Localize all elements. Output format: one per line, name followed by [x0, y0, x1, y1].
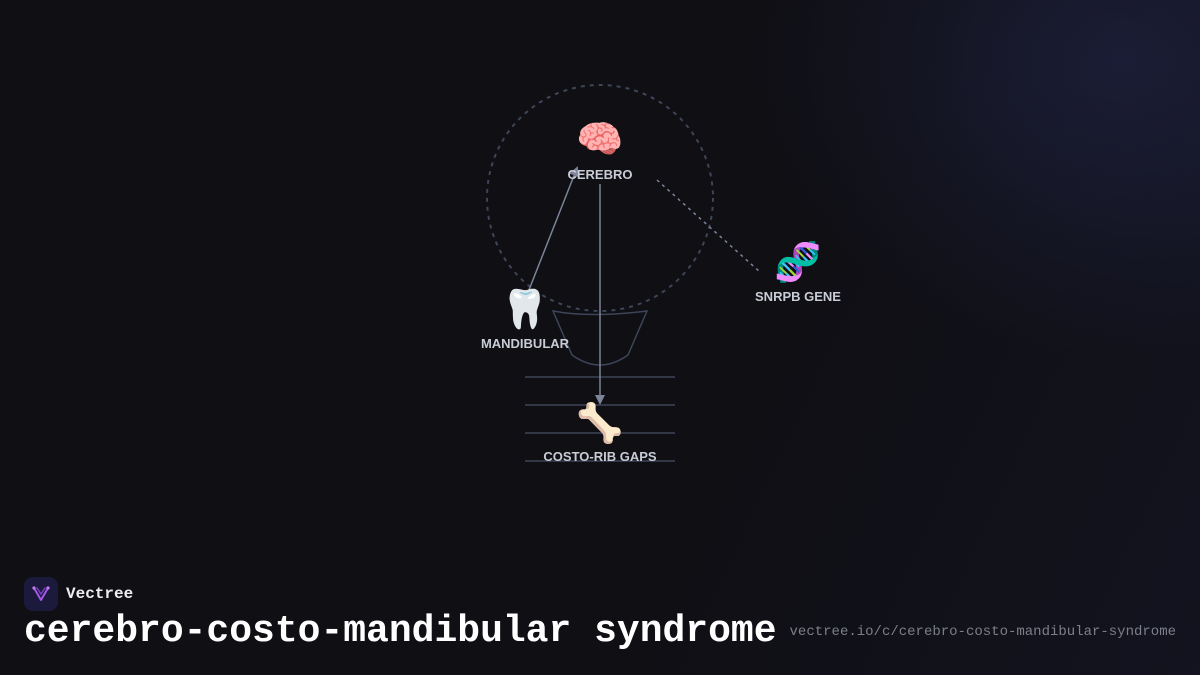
node-costo-rib-gaps[interactable]: 🦴 COSTO-RIB GAPS [543, 400, 656, 464]
node-snrpb-gene[interactable]: 🧬 SNRPB GENE [755, 239, 841, 304]
node-mandibular[interactable]: 🦷 MANDIBULAR [481, 287, 570, 351]
node-label: SNRPB GENE [755, 289, 841, 304]
node-cerebro[interactable]: 🧠 CEREBRO [567, 119, 632, 182]
tooth-icon: 🦷 [501, 287, 548, 331]
brand[interactable]: Vectree [24, 577, 133, 611]
vectree-logo-icon [24, 577, 58, 611]
node-label: COSTO-RIB GAPS [543, 449, 656, 464]
node-label: CEREBRO [567, 167, 632, 182]
head-outline [486, 84, 714, 312]
edge-cerebro-to-snrpb [656, 179, 761, 273]
dna-icon: 🧬 [774, 239, 821, 285]
node-label: MANDIBULAR [481, 336, 570, 351]
page-url[interactable]: vectree.io/c/cerebro-costo-mandibular-sy… [789, 624, 1176, 640]
jaw-outline [551, 310, 649, 366]
page-title: cerebro-costo-mandibular syndrome [24, 610, 777, 653]
bone-icon: 🦴 [576, 400, 623, 445]
brain-icon: 🧠 [576, 119, 623, 161]
edge-mandibular-to-cerebro [524, 166, 579, 301]
brand-name: Vectree [66, 585, 134, 603]
